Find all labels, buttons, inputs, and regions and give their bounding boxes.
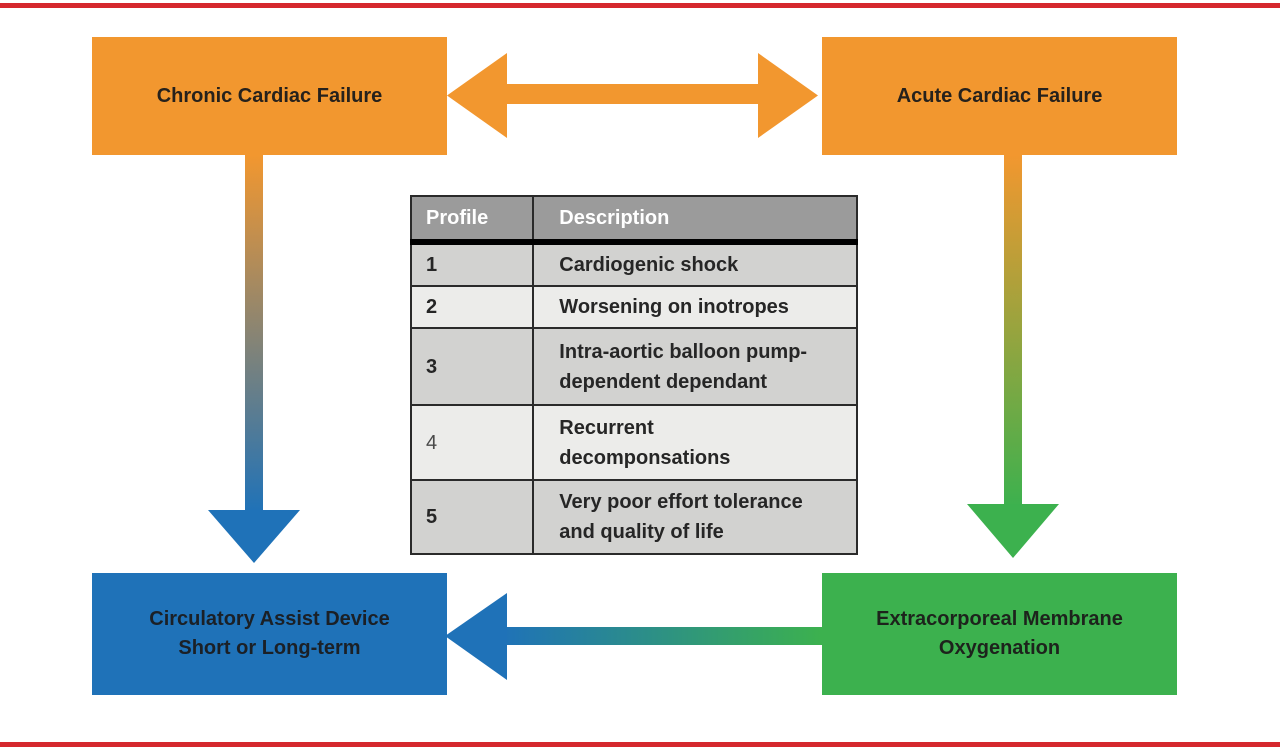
node-acute-cardiac-failure: Acute Cardiac Failure: [822, 37, 1177, 155]
description-cell: Recurrent decomponsations: [532, 404, 858, 481]
description-cell: Cardiogenic shock: [532, 241, 858, 287]
table-row: 2 Worsening on inotropes: [409, 285, 858, 329]
profile-column-header: Profile: [409, 195, 535, 245]
table-header-row: Profile Description: [409, 195, 858, 245]
top-red-rule: [0, 3, 1280, 8]
profile-cell: 1: [409, 241, 535, 287]
table-row: 3 Intra-aortic balloon pump- dependent d…: [409, 327, 858, 406]
profile-cell: 3: [409, 327, 535, 406]
node-chronic-cardiac-failure: Chronic Cardiac Failure: [92, 37, 447, 155]
description-column-header: Description: [532, 195, 858, 245]
node-label: Extracorporeal Membrane Oxygenation: [876, 608, 1123, 659]
left-arrow-green-blue-icon: [445, 593, 822, 680]
node-label: Circulatory Assist Device Short or Long-…: [149, 608, 390, 659]
profile-cell: 2: [409, 285, 535, 329]
down-arrow-orange-green-icon: [967, 155, 1059, 558]
table-row: 5 Very poor effort tolerance and quality…: [409, 479, 858, 555]
node-label: Chronic Cardiac Failure: [156, 84, 383, 107]
bottom-red-rule: [0, 742, 1280, 747]
node-ecmo: Extracorporeal Membrane Oxygenation: [822, 573, 1177, 695]
double-arrow-icon: [447, 53, 818, 138]
table-row: 4 Recurrent decomponsations: [409, 404, 858, 481]
description-cell: Intra-aortic balloon pump- dependent dep…: [532, 327, 858, 406]
description-cell: Very poor effort tolerance and quality o…: [532, 479, 858, 555]
profile-cell: 4: [409, 404, 535, 481]
node-label: Acute Cardiac Failure: [896, 84, 1103, 107]
intermacs-profile-table: Profile Description 1 Cardiogenic shock …: [409, 195, 858, 555]
down-arrow-orange-blue-icon: [208, 155, 300, 563]
node-circulatory-assist-device: Circulatory Assist Device Short or Long-…: [92, 573, 447, 695]
profile-cell: 5: [409, 479, 535, 555]
description-cell: Worsening on inotropes: [532, 285, 858, 329]
table-row: 1 Cardiogenic shock: [409, 241, 858, 287]
